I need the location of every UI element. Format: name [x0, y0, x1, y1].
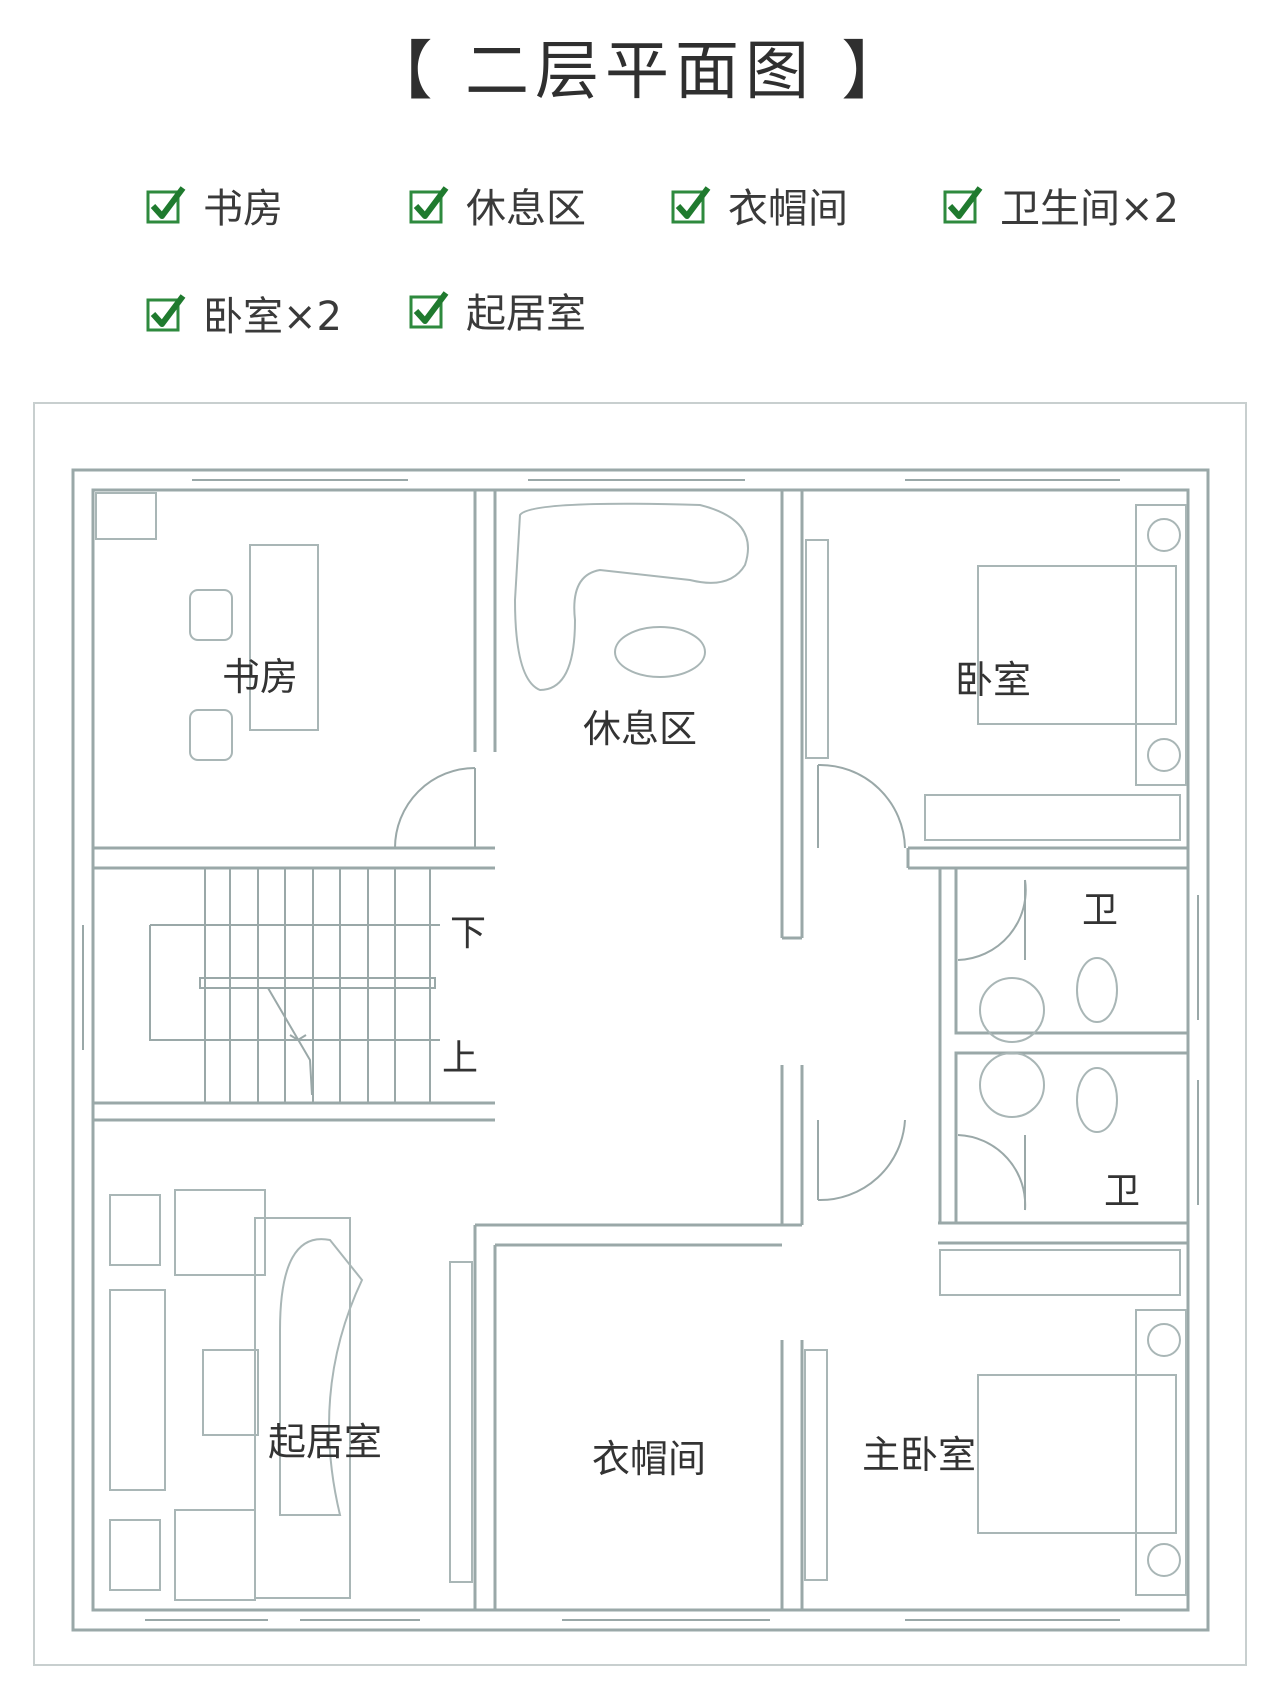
- room-label-bedroom: 卧室: [955, 658, 1031, 702]
- room-label-study: 书房: [222, 655, 298, 699]
- walls: [71, 468, 1210, 1632]
- check-icon: [671, 186, 711, 224]
- feature-item: 卧室×2: [145, 283, 342, 343]
- feature-item: 起居室: [408, 280, 586, 340]
- feature-label: 书房: [203, 186, 283, 232]
- check-icon: [409, 186, 449, 224]
- feature-item: 休息区: [408, 175, 586, 235]
- room-label-bath-upper: 卫: [1082, 890, 1118, 931]
- furniture: [95, 492, 1187, 1601]
- room-label-master: 主卧室: [862, 1433, 976, 1477]
- feature-label: 起居室: [466, 291, 586, 337]
- feature-label: 卫生间×2: [1000, 186, 1179, 232]
- check-icon: [146, 294, 186, 332]
- feature-item: 卫生间×2: [942, 175, 1179, 235]
- feature-label: 休息区: [466, 186, 586, 232]
- feature-item: 书房: [145, 175, 283, 235]
- check-icon: [409, 291, 449, 329]
- feature-label: 卧室×2: [203, 294, 342, 340]
- page-title: 【 二层平面图 】: [368, 35, 912, 109]
- room-label-bath-lower: 卫: [1104, 1171, 1140, 1212]
- stair-up-label: 上: [442, 1038, 478, 1079]
- room-label-lounge: 休息区: [583, 707, 697, 751]
- plan-frame: [33, 402, 1247, 1666]
- feature-label: 衣帽间: [728, 186, 848, 232]
- room-label-living: 起居室: [268, 1420, 382, 1464]
- room-label-closet: 衣帽间: [592, 1437, 706, 1481]
- check-icon: [146, 186, 186, 224]
- feature-item: 衣帽间: [670, 175, 848, 235]
- check-icon: [943, 186, 983, 224]
- stair-down-label: 下: [450, 913, 486, 954]
